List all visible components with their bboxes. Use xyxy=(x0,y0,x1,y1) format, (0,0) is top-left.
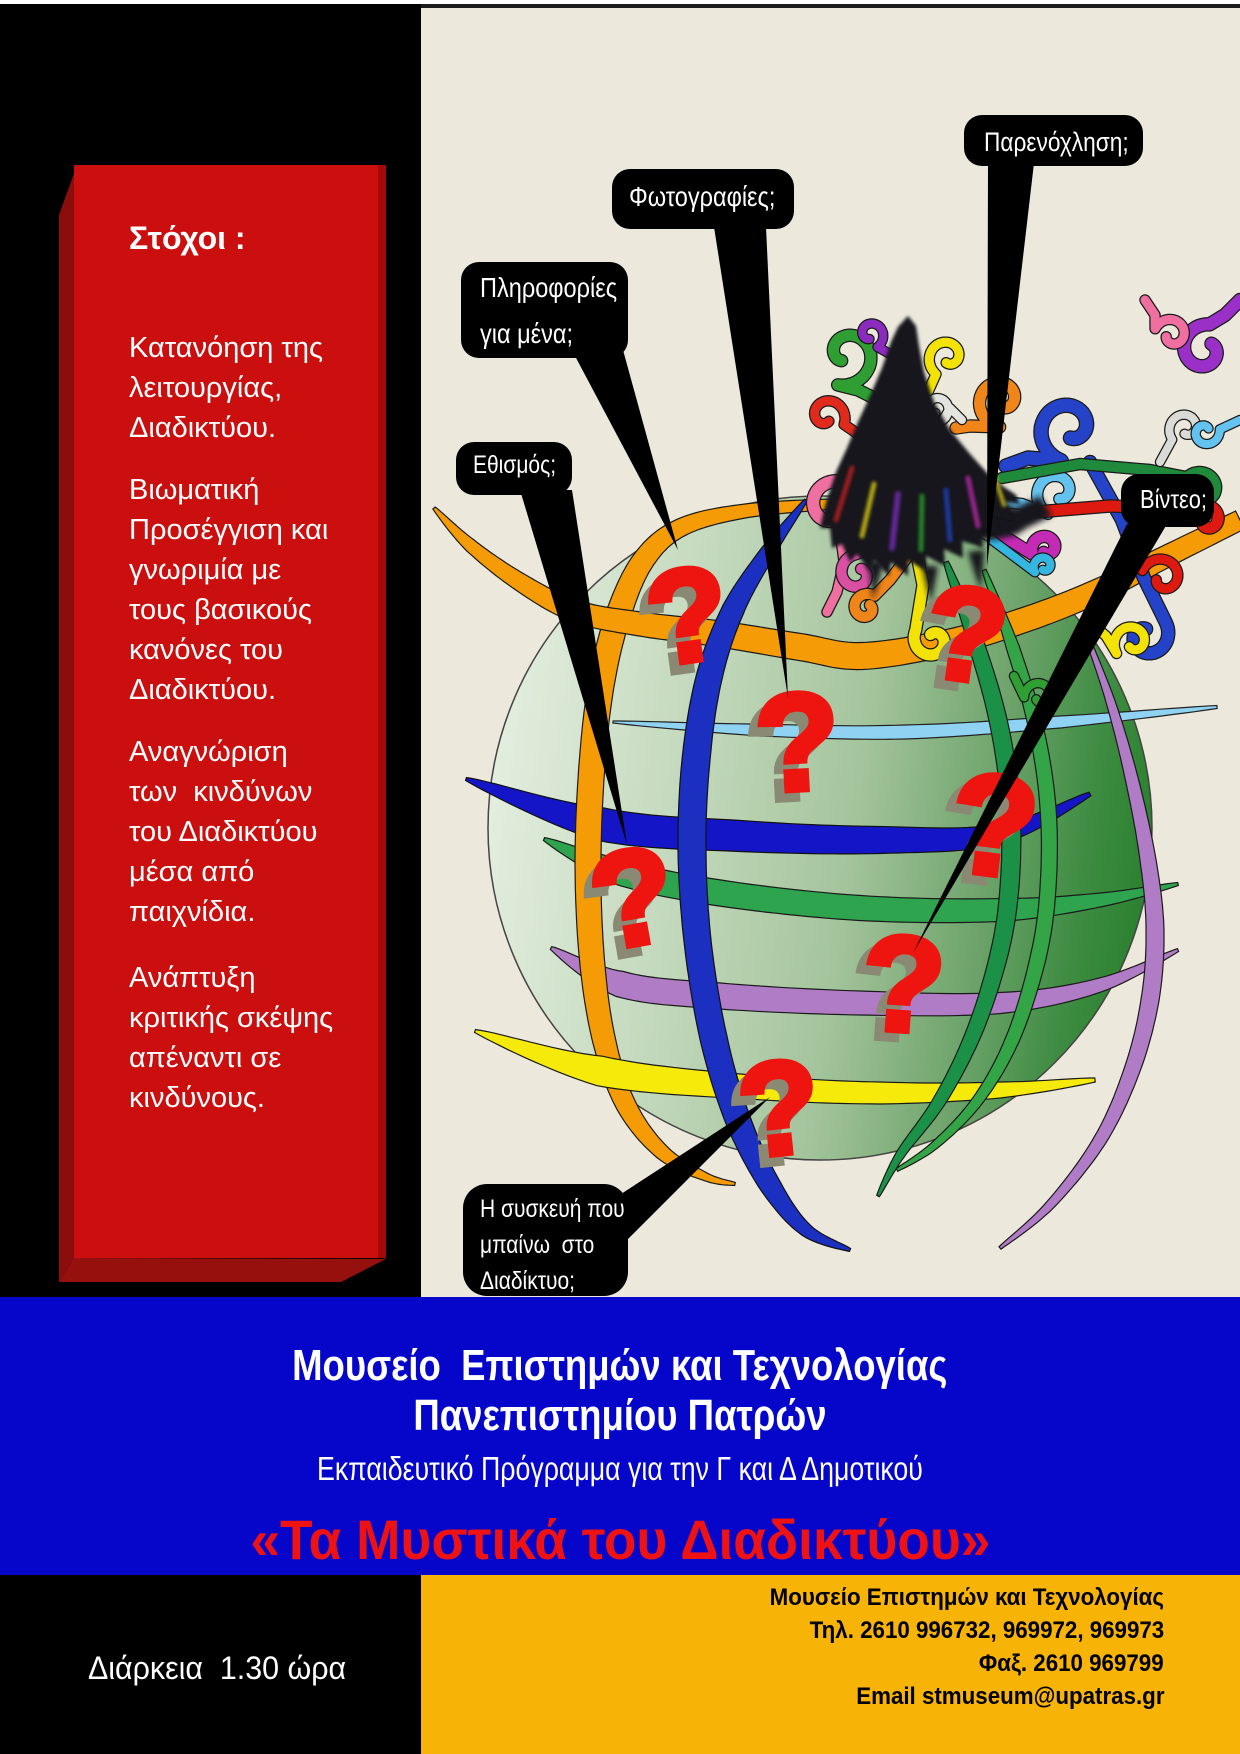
svg-text:?: ? xyxy=(846,914,939,1070)
svg-text:?: ? xyxy=(742,673,834,831)
svg-text:?: ? xyxy=(857,906,950,1062)
svg-text:?: ? xyxy=(731,1031,827,1186)
svg-text:?: ? xyxy=(751,664,843,822)
